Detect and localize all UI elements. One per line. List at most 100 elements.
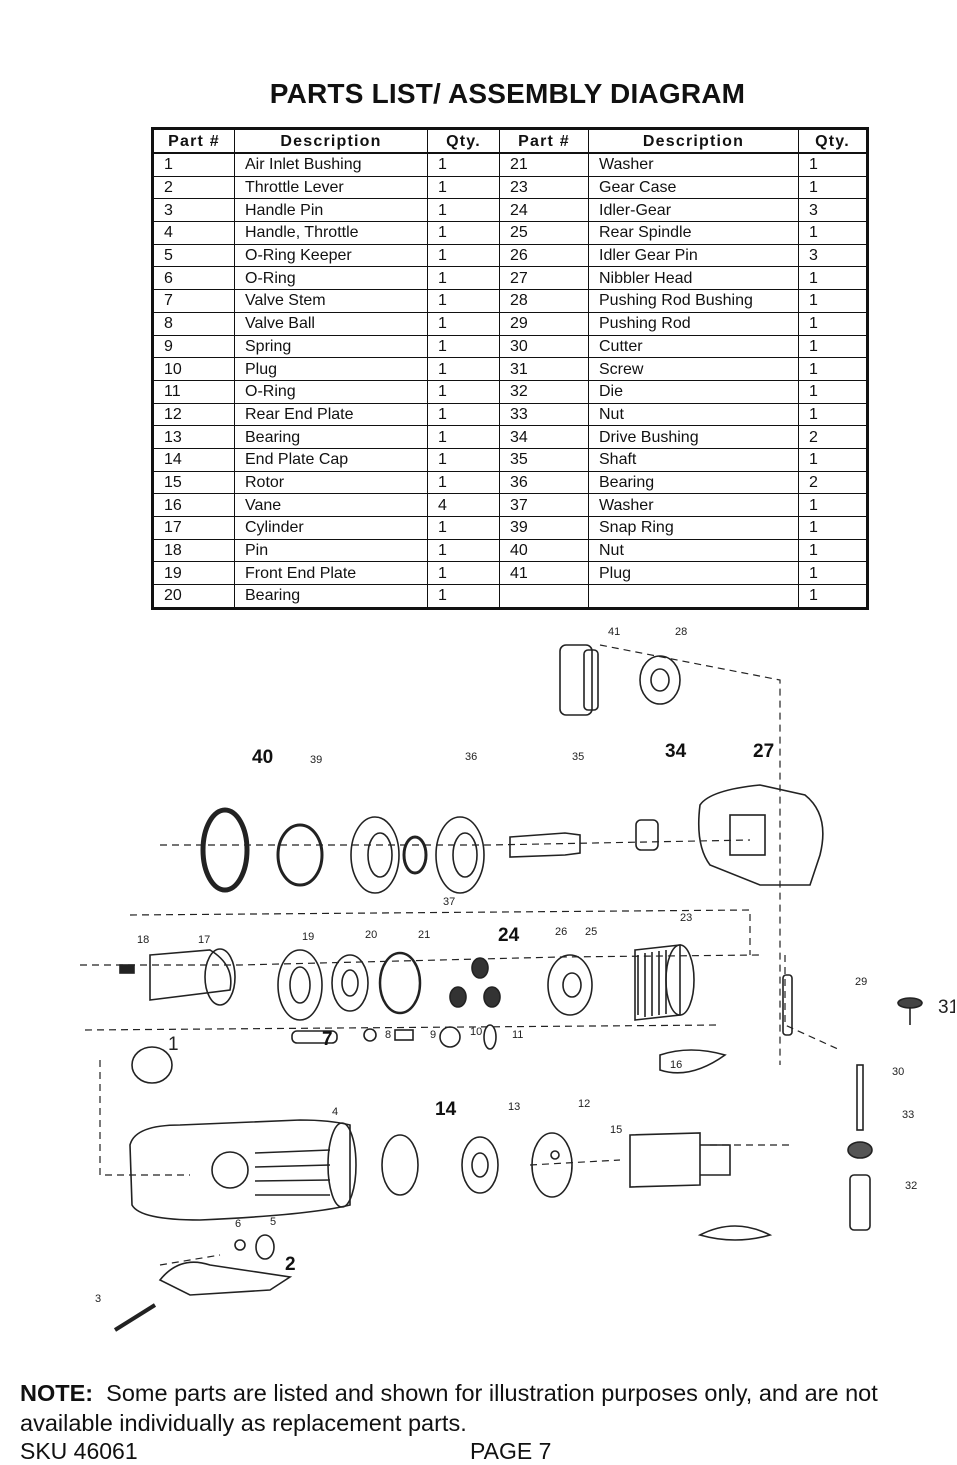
header-part-number: Part # [499, 128, 589, 154]
part-3-handle-pin [113, 1303, 157, 1332]
part-10-plug [439, 1026, 461, 1048]
cell-part-number: 18 [152, 539, 235, 563]
label-24: 24 [498, 925, 520, 946]
cell-qty: 1 [798, 153, 868, 177]
cell-part-number: 7 [152, 289, 235, 313]
part-35-shaft [509, 832, 581, 858]
cell-description: Die [588, 380, 799, 404]
cell-qty: 1 [427, 425, 500, 449]
cell-qty: 1 [798, 380, 868, 404]
part-19-front-end-plate [277, 949, 323, 1021]
cell-qty: 1 [798, 403, 868, 427]
cell-qty: 1 [427, 266, 500, 291]
part-32-die [849, 1174, 871, 1231]
part-30-cutter [856, 1064, 864, 1131]
cell-qty: 1 [798, 516, 868, 540]
label-13: 13 [508, 1101, 520, 1113]
cell-part-number: 31 [499, 357, 589, 381]
label-35: 35 [572, 751, 584, 763]
cell-part-number: 33 [499, 403, 589, 427]
cell-qty: 1 [798, 289, 868, 313]
assembly-diagram: 41 28 40 39 36 35 34 27 37 18 17 19 20 2… [80, 626, 955, 1332]
cell-description: End Plate Cap [234, 448, 428, 472]
cell-part-number: 36 [499, 471, 589, 495]
part-16-vane [659, 1049, 727, 1074]
part-7-valve-stem [291, 1030, 338, 1044]
cell-qty: 1 [427, 380, 500, 404]
cell-part-number: 8 [152, 312, 235, 336]
label-30: 30 [892, 1066, 904, 1078]
cell-part-number: 37 [499, 493, 589, 517]
part-21-washer [378, 951, 422, 1015]
cell-description: Gear Case [588, 176, 799, 200]
label-10: 10 [470, 1026, 482, 1038]
cell-part-number: 35 [499, 448, 589, 472]
cell-part-number: 6 [152, 266, 235, 291]
cell-description: O-Ring [234, 266, 428, 291]
label-17: 17 [198, 934, 210, 946]
label-7: 7 [322, 1029, 333, 1050]
label-14: 14 [435, 1099, 457, 1120]
cell-qty: 1 [798, 335, 868, 359]
cell-description: Pin [234, 539, 428, 563]
cell-description: Washer [588, 493, 799, 517]
cell-part-number: 11 [152, 380, 235, 404]
cell-part-number: 34 [499, 425, 589, 449]
part-39-snap-ring [276, 823, 324, 887]
cell-description: Nut [588, 403, 799, 427]
cell-qty: 1 [427, 221, 500, 245]
cell-description: Throttle Lever [234, 176, 428, 200]
cell-part-number: 29 [499, 312, 589, 336]
part-17-cylinder [149, 948, 236, 1006]
label-31: 31 [938, 997, 955, 1018]
cell-part-number: 20 [152, 584, 235, 609]
label-32: 32 [905, 1180, 917, 1192]
header-description: Description [588, 128, 799, 154]
page-title: PARTS LIST/ ASSEMBLY DIAGRAM [269, 78, 746, 109]
cell-qty: 1 [427, 584, 500, 609]
label-41: 41 [608, 626, 620, 638]
cell-qty: 1 [427, 403, 500, 427]
part-8-valve-ball [363, 1028, 377, 1042]
cell-description: Bearing [588, 471, 799, 495]
cell-part-number: 40 [499, 539, 589, 563]
label-19: 19 [302, 931, 314, 943]
cell-part-number: 4 [152, 221, 235, 245]
label-1: 1 [168, 1034, 179, 1055]
part-28-bushing [639, 655, 681, 705]
cell-description: Pushing Rod Bushing [588, 289, 799, 313]
label-21: 21 [418, 929, 430, 941]
cell-description: Cylinder [234, 516, 428, 540]
cell-part-number: 39 [499, 516, 589, 540]
cell-qty: 1 [798, 221, 868, 245]
cell-part-number: 21 [499, 153, 589, 177]
cell-part-number: 41 [499, 561, 589, 586]
assembly-lines [80, 644, 841, 1266]
cell-qty: 1 [427, 153, 500, 177]
part-15-rotor [629, 1132, 731, 1188]
label-8: 8 [385, 1029, 391, 1041]
part-33-nut [847, 1141, 873, 1159]
cell-description: O-Ring [234, 380, 428, 404]
cell-qty: 2 [798, 471, 868, 495]
cell-part-number: 32 [499, 380, 589, 404]
label-16: 16 [670, 1059, 682, 1071]
part-11-o-ring [483, 1024, 497, 1050]
part-25-rear-spindle [547, 954, 593, 1016]
cell-description: Valve Stem [234, 289, 428, 313]
part-27-nibbler-head [697, 784, 824, 886]
part-14-end-plate-cap [381, 1134, 419, 1196]
label-26: 26 [555, 926, 567, 938]
part-24-idler-gear [449, 957, 501, 1008]
label-25: 25 [585, 926, 597, 938]
cell-description: Drive Bushing [588, 425, 799, 449]
